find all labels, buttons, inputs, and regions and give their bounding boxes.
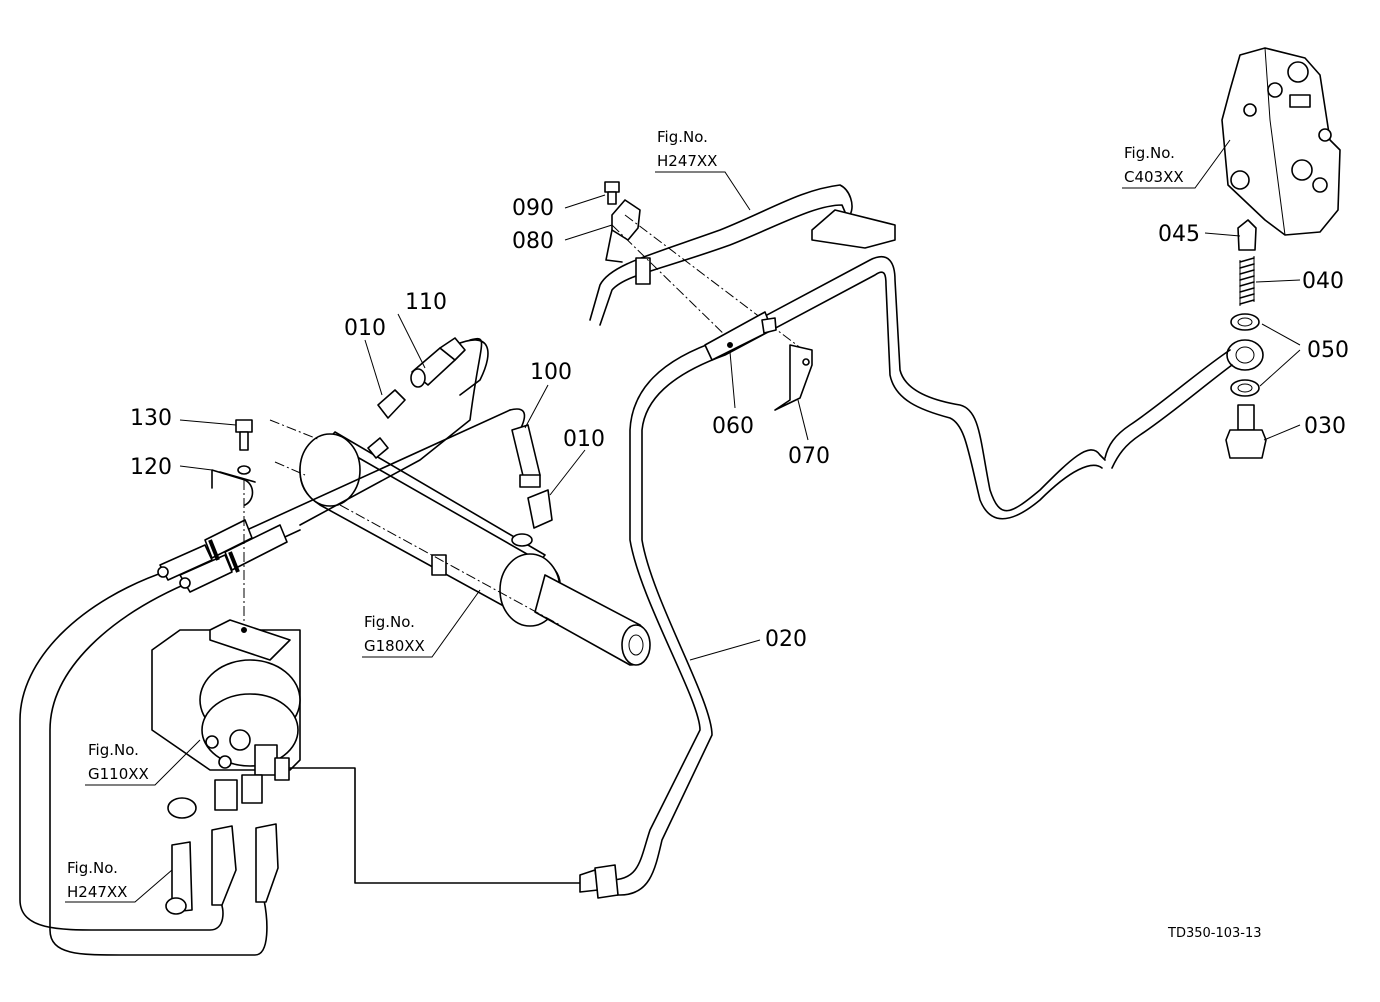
label-100: 100 [530,360,572,385]
label-010-lower: 010 [563,427,605,452]
banjo-fitting [1104,339,1264,469]
spring-040 [1239,256,1255,306]
washer-050-lower [1230,379,1260,397]
hydraulic-cylinder [269,419,651,666]
fig-ref-g110-line1: Fig.No. [88,741,139,759]
label-110: 110 [405,290,447,315]
bracket-070 [774,344,813,411]
label-120: 120 [130,455,172,480]
fitting-010-lower [511,489,553,547]
label-130: 130 [130,406,172,431]
leader-lines [65,139,1301,903]
label-030: 030 [1304,414,1346,439]
fig-ref-h247-upper-line1: Fig.No. [657,128,708,146]
control-valve [1221,47,1341,236]
label-010-upper: 010 [344,316,386,341]
fig-ref-g110-line2: G110XX [88,765,149,783]
pump-assembly [151,619,301,811]
fig-ref-c403-line1: Fig.No. [1124,144,1175,162]
label-050: 050 [1307,338,1349,363]
figure-references: Fig.No. H247XX Fig.No. C403XX Fig.No. G1… [67,128,1184,901]
fig-ref-c403-line2: C403XX [1124,168,1184,186]
label-070: 070 [788,444,830,469]
hose-couplers [157,519,288,593]
label-080: 080 [512,229,554,254]
clamp-060 [704,311,777,361]
fitting-010-upper [367,389,406,459]
pipe-020 [289,256,1106,899]
drawing-code: TD350-103-13 [1167,926,1262,941]
bolt-130 [235,419,253,630]
fig-ref-h247-lower-line1: Fig.No. [67,859,118,877]
fig-ref-h247-lower-line2: H247XX [67,883,127,901]
coupler-110 [410,337,466,388]
pipe-h247-upper [589,184,896,326]
bolt-090 [604,181,620,205]
label-060: 060 [712,414,754,439]
label-045: 045 [1158,222,1200,247]
label-020: 020 [765,627,807,652]
fig-ref-h247-upper-line2: H247XX [657,152,717,170]
coupler-100 [511,424,541,488]
fig-ref-g180-line2: G180XX [364,637,425,655]
poppet-045 [1237,219,1257,251]
part-labels: 110 010 100 010 130 120 090 080 060 070 … [130,196,1349,652]
fig-ref-g180-line1: Fig.No. [364,613,415,631]
hose-clamp-120 [211,469,256,506]
pump-lower-fittings [165,797,279,915]
label-090: 090 [512,196,554,221]
label-040: 040 [1302,269,1344,294]
bracket-080 [605,199,811,356]
banjo-bolt-030 [1225,404,1267,459]
washer-050-upper [1230,313,1260,331]
